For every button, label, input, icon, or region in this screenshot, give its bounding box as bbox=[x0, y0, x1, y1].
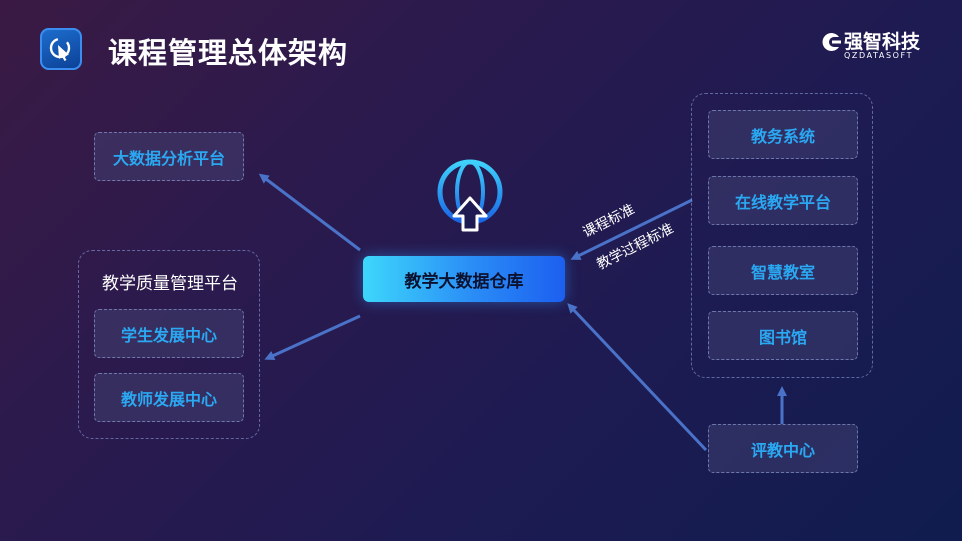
data-warehouse-box: 教学大数据仓库 bbox=[363, 256, 565, 302]
quality-platform-label: 教学质量管理平台 bbox=[102, 274, 238, 294]
evaluation-center-box: 评教中心 bbox=[708, 424, 858, 473]
arrow-to-quality bbox=[264, 314, 361, 361]
smart-classroom-box: 智慧教室 bbox=[708, 246, 858, 295]
student-center-box: 学生发展中心 bbox=[94, 309, 244, 358]
logo-subtext: QZDATASOFT bbox=[844, 51, 914, 60]
library-box: 图书馆 bbox=[708, 311, 858, 360]
title-cursor-click-icon bbox=[40, 28, 82, 70]
arrow-from-evaluation bbox=[567, 303, 708, 452]
quality-platform-group bbox=[78, 250, 260, 439]
teacher-center-box: 教师发展中心 bbox=[94, 373, 244, 422]
globe-upload-icon bbox=[437, 159, 503, 232]
logo-text: 强智科技 bbox=[844, 31, 921, 53]
analytics-platform-box: 大数据分析平台 bbox=[94, 132, 244, 181]
arrow-from-systems bbox=[570, 198, 693, 260]
arrow-to-analytics bbox=[258, 173, 361, 252]
academic-affairs-box: 教务系统 bbox=[708, 110, 858, 159]
source-systems-group bbox=[691, 93, 873, 378]
page-title: 课程管理总体架构 bbox=[108, 36, 349, 70]
company-logo-icon bbox=[822, 33, 841, 51]
company-logo: 强智科技 QZDATASOFT bbox=[820, 27, 936, 61]
online-teaching-box: 在线教学平台 bbox=[708, 176, 858, 225]
